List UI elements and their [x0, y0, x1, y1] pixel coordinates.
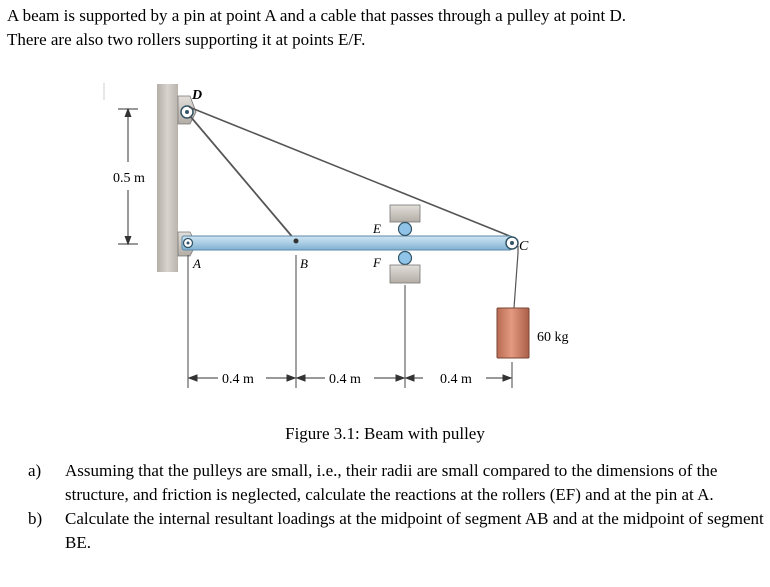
label-f: F — [372, 255, 382, 270]
label-e: E — [372, 221, 381, 236]
problem-line-1: A beam is supported by a pin at point A … — [7, 6, 626, 25]
question-a-text: Assuming that the pulleys are small, i.e… — [65, 461, 718, 504]
extension-lines — [187, 255, 513, 388]
question-a: a) Assuming that the pulleys are small, … — [28, 459, 764, 507]
cable-dc — [188, 106, 513, 238]
figure-caption: Figure 3.1: Beam with pulley — [285, 424, 485, 443]
span-ec-label: 0.4 m — [440, 372, 472, 387]
wall — [157, 84, 178, 272]
problem-line-2: There are also two rollers supporting it… — [7, 30, 366, 49]
roller-f-icon — [397, 250, 413, 266]
beam — [181, 235, 513, 251]
roller-support-top — [389, 204, 421, 223]
question-b: b) Calculate the internal resultant load… — [28, 507, 764, 555]
mass-block — [496, 307, 530, 359]
span-ab-label: 0.4 m — [222, 372, 254, 387]
question-b-text: Calculate the internal resultant loading… — [65, 509, 764, 552]
cable-db — [189, 115, 296, 241]
joint-b-icon — [293, 238, 299, 244]
label-a: A — [192, 256, 201, 271]
roller-support-bottom — [389, 264, 421, 284]
mass-label: 60 kg — [537, 330, 569, 345]
height-dimension — [118, 107, 138, 246]
label-b: B — [300, 256, 308, 271]
roller-e-icon — [397, 221, 413, 237]
beam-figure: 0.5 m D C 60 kg E F A B — [103, 83, 569, 388]
label-d: D — [191, 88, 202, 103]
span-be-label: 0.4 m — [329, 372, 361, 387]
question-b-label: b) — [28, 509, 43, 528]
question-a-label: a) — [28, 461, 42, 480]
problem-statement: A beam is supported by a pin at point A … — [7, 4, 767, 52]
questions-list: a) Assuming that the pulleys are small, … — [28, 459, 764, 555]
label-c: C — [519, 239, 529, 254]
height-dimension-label: 0.5 m — [113, 171, 145, 186]
span-dimensions — [187, 374, 513, 382]
